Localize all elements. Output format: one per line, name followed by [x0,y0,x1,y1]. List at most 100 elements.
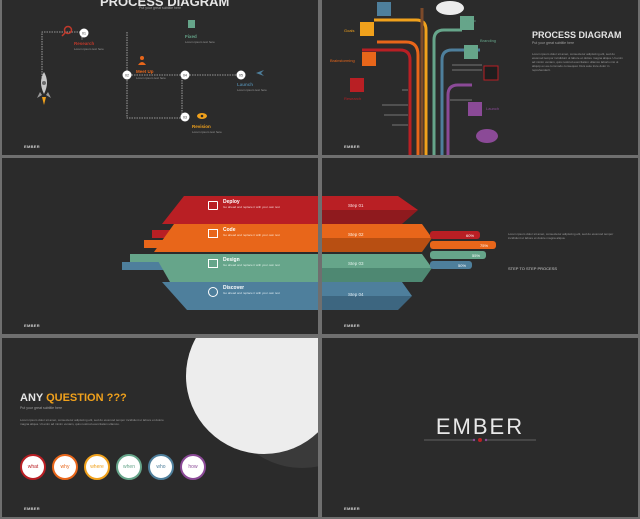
question-row: what why where when who how [20,454,206,480]
title-accent: DIAGRAM [578,30,622,40]
step-label-fixed: Fixed [185,34,197,39]
label-static: Static [466,18,477,23]
sun-icon [468,102,482,116]
slide1-footer: EMBER [24,144,40,149]
slide4-body-text: Lorem ipsum dolor sit amet, consectetur … [508,232,614,240]
question-where[interactable]: where [84,454,110,480]
svg-text:03: 03 [183,116,187,120]
row-desc: Go ahead and replace it with your own te… [223,205,280,209]
slide1-subtitle: Put your great subtitle here [139,6,182,10]
slide5-subtitle: Put your great subtitle here [20,406,63,410]
slide4-funnel [322,196,496,310]
step-label-launch: Launch [237,82,254,87]
label-brainstorming: Brainstorming [330,58,355,63]
step-label-research: Research [74,41,95,46]
slide4-footer: EMBER [344,323,360,328]
percent-label: 50% [458,263,467,268]
plane-icon [256,70,264,76]
cloud-icon [350,78,364,92]
slide5-body-text: Lorem ipsum dolor sit amet, consectetur … [20,418,164,426]
cloud-icon [436,1,464,15]
slide5-title: ANY QUESTION ??? [20,392,127,404]
slide-process-diagram-1[interactable]: PROCESS DIAGRAM Put your great subtitle … [2,0,318,155]
slide5-circle-decoration [186,338,318,468]
title-accent: DIAGRAM [167,0,230,9]
percent-label: 75% [480,243,489,248]
slide3-funnel [122,196,318,310]
step-label-revision: Revision [192,124,211,129]
slide-any-question[interactable]: ANY QUESTION ??? Put your great subtitle… [2,338,318,517]
step-02-node: 02 [122,70,132,80]
step-05-node: 05 [236,70,246,80]
row-desc: Go ahead and replace it with your own te… [223,263,280,267]
label-branding: Branding [480,38,497,43]
row-code: Code Go ahead and replace it with your o… [223,227,283,237]
cloud-icon [476,129,498,143]
label-launch: Launch [486,106,500,111]
slide2-subtitle: Put your great subtitle here [532,41,575,45]
question-why[interactable]: why [52,454,78,480]
cloud-icon [377,2,391,16]
layout-icon [208,259,218,268]
slide-steps-left[interactable]: Deploy Go ahead and replace it with your… [2,158,318,334]
question-what[interactable]: what [20,454,46,480]
label-goals: Goals [344,28,355,33]
slide2-icons [350,1,499,143]
people-icon [138,56,146,65]
slide6-footer: EMBER [344,506,360,511]
step-03-node: 03 [180,112,190,122]
percent-label: 55% [472,253,481,258]
svg-text:01: 01 [82,32,86,36]
eye-icon [197,113,207,119]
step-04-node: 04 [180,70,190,80]
slide1-flow-diagram: 01 02 03 04 05 [37,20,264,122]
slide2-footer: EMBER [344,144,360,149]
row-deploy: Deploy Go ahead and replace it with your… [223,199,283,209]
svg-text:05: 05 [239,74,243,78]
row-design: Design Go ahead and replace it with your… [223,257,283,267]
book-icon [188,20,195,28]
step-01-node: 01 [79,28,89,38]
row-desc: Go ahead and replace it with your own te… [223,291,280,295]
row-title: Design [223,257,240,263]
wallet-icon [208,201,218,210]
cloud-icon [483,65,499,81]
row-title: Deploy [223,199,240,205]
ember-logo: EMBER [435,414,525,439]
slide5-footer: EMBER [24,506,40,511]
cloud-icon [464,45,478,59]
slide-steps-right[interactable]: Step 01 Step 02 Step 03 Step 04 60% 75% … [322,158,638,334]
slide3-footer: EMBER [24,323,40,328]
cloud-icon [460,16,474,30]
slide-ember-logo[interactable]: EMBER EMBER [322,338,638,517]
slide2-body-text: Lorem ipsum dolor sit amet, consectetur … [532,52,623,72]
step-label: Step 04 [348,292,364,297]
slide4-tagline: STEP TO STEP PROCESS [508,266,558,271]
slide2-tree-diagram [350,1,499,155]
slide2-title: PROCESS DIAGRAM [532,30,622,40]
cloud-icon [362,52,376,66]
rocket-icon [37,72,51,105]
svg-text:02: 02 [125,74,129,78]
search-icon [61,25,73,37]
logo-divider [424,438,536,442]
row-title: Discover [223,285,245,291]
slide1-title: PROCESS DIAGRAM [100,0,229,9]
row-discover: Discover Go ahead and replace it with yo… [223,285,283,295]
calendar-icon [208,229,218,238]
slide-process-diagram-2[interactable]: Goals Brainstorming Research Static Bran… [322,0,638,155]
title-main: PROCESS [100,0,168,9]
row-desc: Go ahead and replace it with your own te… [223,233,280,237]
percent-label: 60% [466,233,475,238]
label-research: Research [344,96,362,101]
title-main: PROCESS [532,30,579,40]
step-label-meet-up: Meet Up [136,69,154,74]
globe-icon [208,287,218,297]
question-when[interactable]: when [116,454,142,480]
step-label: Step 02 [348,232,364,237]
question-who[interactable]: who [148,454,174,480]
title-main: ANY [20,392,47,404]
row-title: Code [223,227,236,233]
question-how[interactable]: how [180,454,206,480]
step-label: Step 01 [348,203,364,208]
